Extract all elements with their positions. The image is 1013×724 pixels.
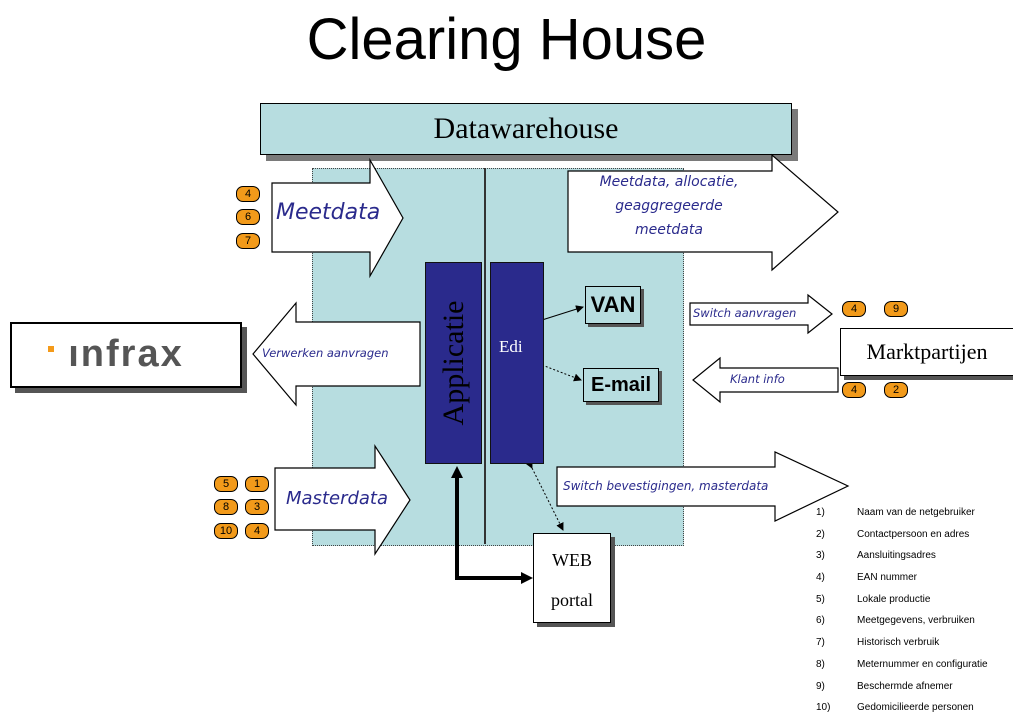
legend-item: 8) Meternummer en configuratie <box>810 659 1013 681</box>
legend-text: Beschermde afnemer <box>857 680 953 692</box>
verwerken-arrow <box>252 301 421 407</box>
edi-van-connector <box>541 305 584 321</box>
meetdata-out-arrow <box>567 153 839 272</box>
legend-item: 1) Naam van de netgebruiker <box>810 507 1013 529</box>
switch-aanvragen-arrow <box>689 293 833 335</box>
legend-text: Meternummer en configuratie <box>857 658 988 670</box>
badge-meetdata-3: 7 <box>236 233 260 249</box>
van-box: VAN <box>585 286 641 324</box>
switch-bevestigingen-label: Switch bevestigingen, masterdata <box>563 479 769 493</box>
datawarehouse-box: Datawarehouse <box>260 103 792 155</box>
masterdata-arrow <box>274 443 411 557</box>
legend-number: 3) <box>816 550 825 562</box>
marktpartijen-box: Marktpartijen <box>840 328 1013 376</box>
legend-number: 2) <box>816 528 825 540</box>
badge-klant-1: 4 <box>842 382 866 398</box>
meetdata-out-line-1: Meetdata, allocatie, <box>599 174 739 190</box>
web-portal-line-1: WEB <box>552 550 592 570</box>
legend-item: 4) EAN nummer <box>810 572 1013 594</box>
masterdata-label: Masterdata <box>286 488 389 509</box>
legend-text: Lokale productie <box>857 593 931 605</box>
klant-info-label: Klant info <box>730 372 785 386</box>
badge-switch-1: 4 <box>842 301 866 317</box>
meetdata-out-line-2: geaggregeerde <box>615 198 723 214</box>
klant-info-arrow <box>692 356 839 404</box>
page-title: Clearing House <box>306 7 707 72</box>
switch-aanvragen-label: Switch aanvragen <box>693 306 797 320</box>
legend-number: 6) <box>816 615 825 627</box>
badge-master-right-1: 1 <box>245 476 269 492</box>
legend-item: 2) Contactpersoon en adres <box>810 529 1013 551</box>
legend-text: EAN nummer <box>857 572 918 584</box>
legend-number: 1) <box>816 507 825 518</box>
legend-item: 10) Gedomicilieerde personen <box>810 702 1013 724</box>
infrax-logo: ınfrax <box>10 322 242 388</box>
legend-text: Contactpersoon en adres <box>857 528 970 540</box>
applicatie-label: Applicatie <box>436 300 470 426</box>
legend-number: 7) <box>816 637 825 649</box>
logo-text: ınfrax <box>68 333 184 375</box>
edi-email-connector <box>541 364 582 382</box>
legend-number: 10) <box>816 702 831 714</box>
edi-bar: Edi <box>490 262 544 464</box>
meetdata-label: Meetdata <box>276 200 381 225</box>
legend-item: 3) Aansluitingsadres <box>810 550 1013 572</box>
badge-meetdata-1: 4 <box>236 186 260 202</box>
badge-master-right-2: 3 <box>245 499 269 515</box>
legend-text: Aansluitingsadres <box>857 550 936 562</box>
meetdata-out-label: Meetdata, allocatie, geaggregeerde meetd… <box>574 170 764 242</box>
app-web-connector <box>455 474 525 580</box>
web-portal-box: WEB portal <box>533 533 611 623</box>
meetdata-arrow <box>271 157 404 279</box>
legend-text: Gedomicilieerde personen <box>857 702 974 714</box>
badge-switch-2: 9 <box>884 301 908 317</box>
legend-item: 7) Historisch verbruik <box>810 637 1013 659</box>
legend-item: 6) Meetgegevens, verbruiken <box>810 615 1013 637</box>
legend-text: Historisch verbruik <box>857 637 940 649</box>
badge-master-left-1: 5 <box>214 476 238 492</box>
badge-master-left-2: 8 <box>214 499 238 515</box>
verwerken-label: Verwerken aanvragen <box>262 346 389 360</box>
logo-dot-icon <box>48 346 54 352</box>
email-box: E-mail <box>583 368 659 402</box>
meetdata-out-line-3: meetdata <box>635 222 703 238</box>
legend: 1) Naam van de netgebruiker 2) Contactperso… <box>810 507 1013 724</box>
legend-item: 9) Beschermde afnemer <box>810 681 1013 703</box>
legend-number: 4) <box>816 572 825 584</box>
badge-master-right-3: 4 <box>245 523 269 539</box>
badge-master-left-3: 10 <box>214 523 238 539</box>
web-portal-line-2: portal <box>551 590 593 610</box>
edi-web-connector <box>525 459 564 531</box>
legend-number: 8) <box>816 658 825 670</box>
legend-text: Meetgegevens, verbruiken <box>857 615 975 627</box>
legend-number: 5) <box>816 593 825 605</box>
legend-item: 5) Lokale productie <box>810 594 1013 616</box>
legend-number: 9) <box>816 680 825 692</box>
panel-divider <box>484 168 486 544</box>
badge-klant-2: 2 <box>884 382 908 398</box>
applicatie-bar: Applicatie <box>425 262 482 464</box>
edi-label: Edi <box>499 337 523 356</box>
legend-text: Naam van de netgebruiker <box>857 507 975 518</box>
badge-meetdata-2: 6 <box>236 209 260 225</box>
switch-bevestigingen-arrow <box>556 451 850 522</box>
